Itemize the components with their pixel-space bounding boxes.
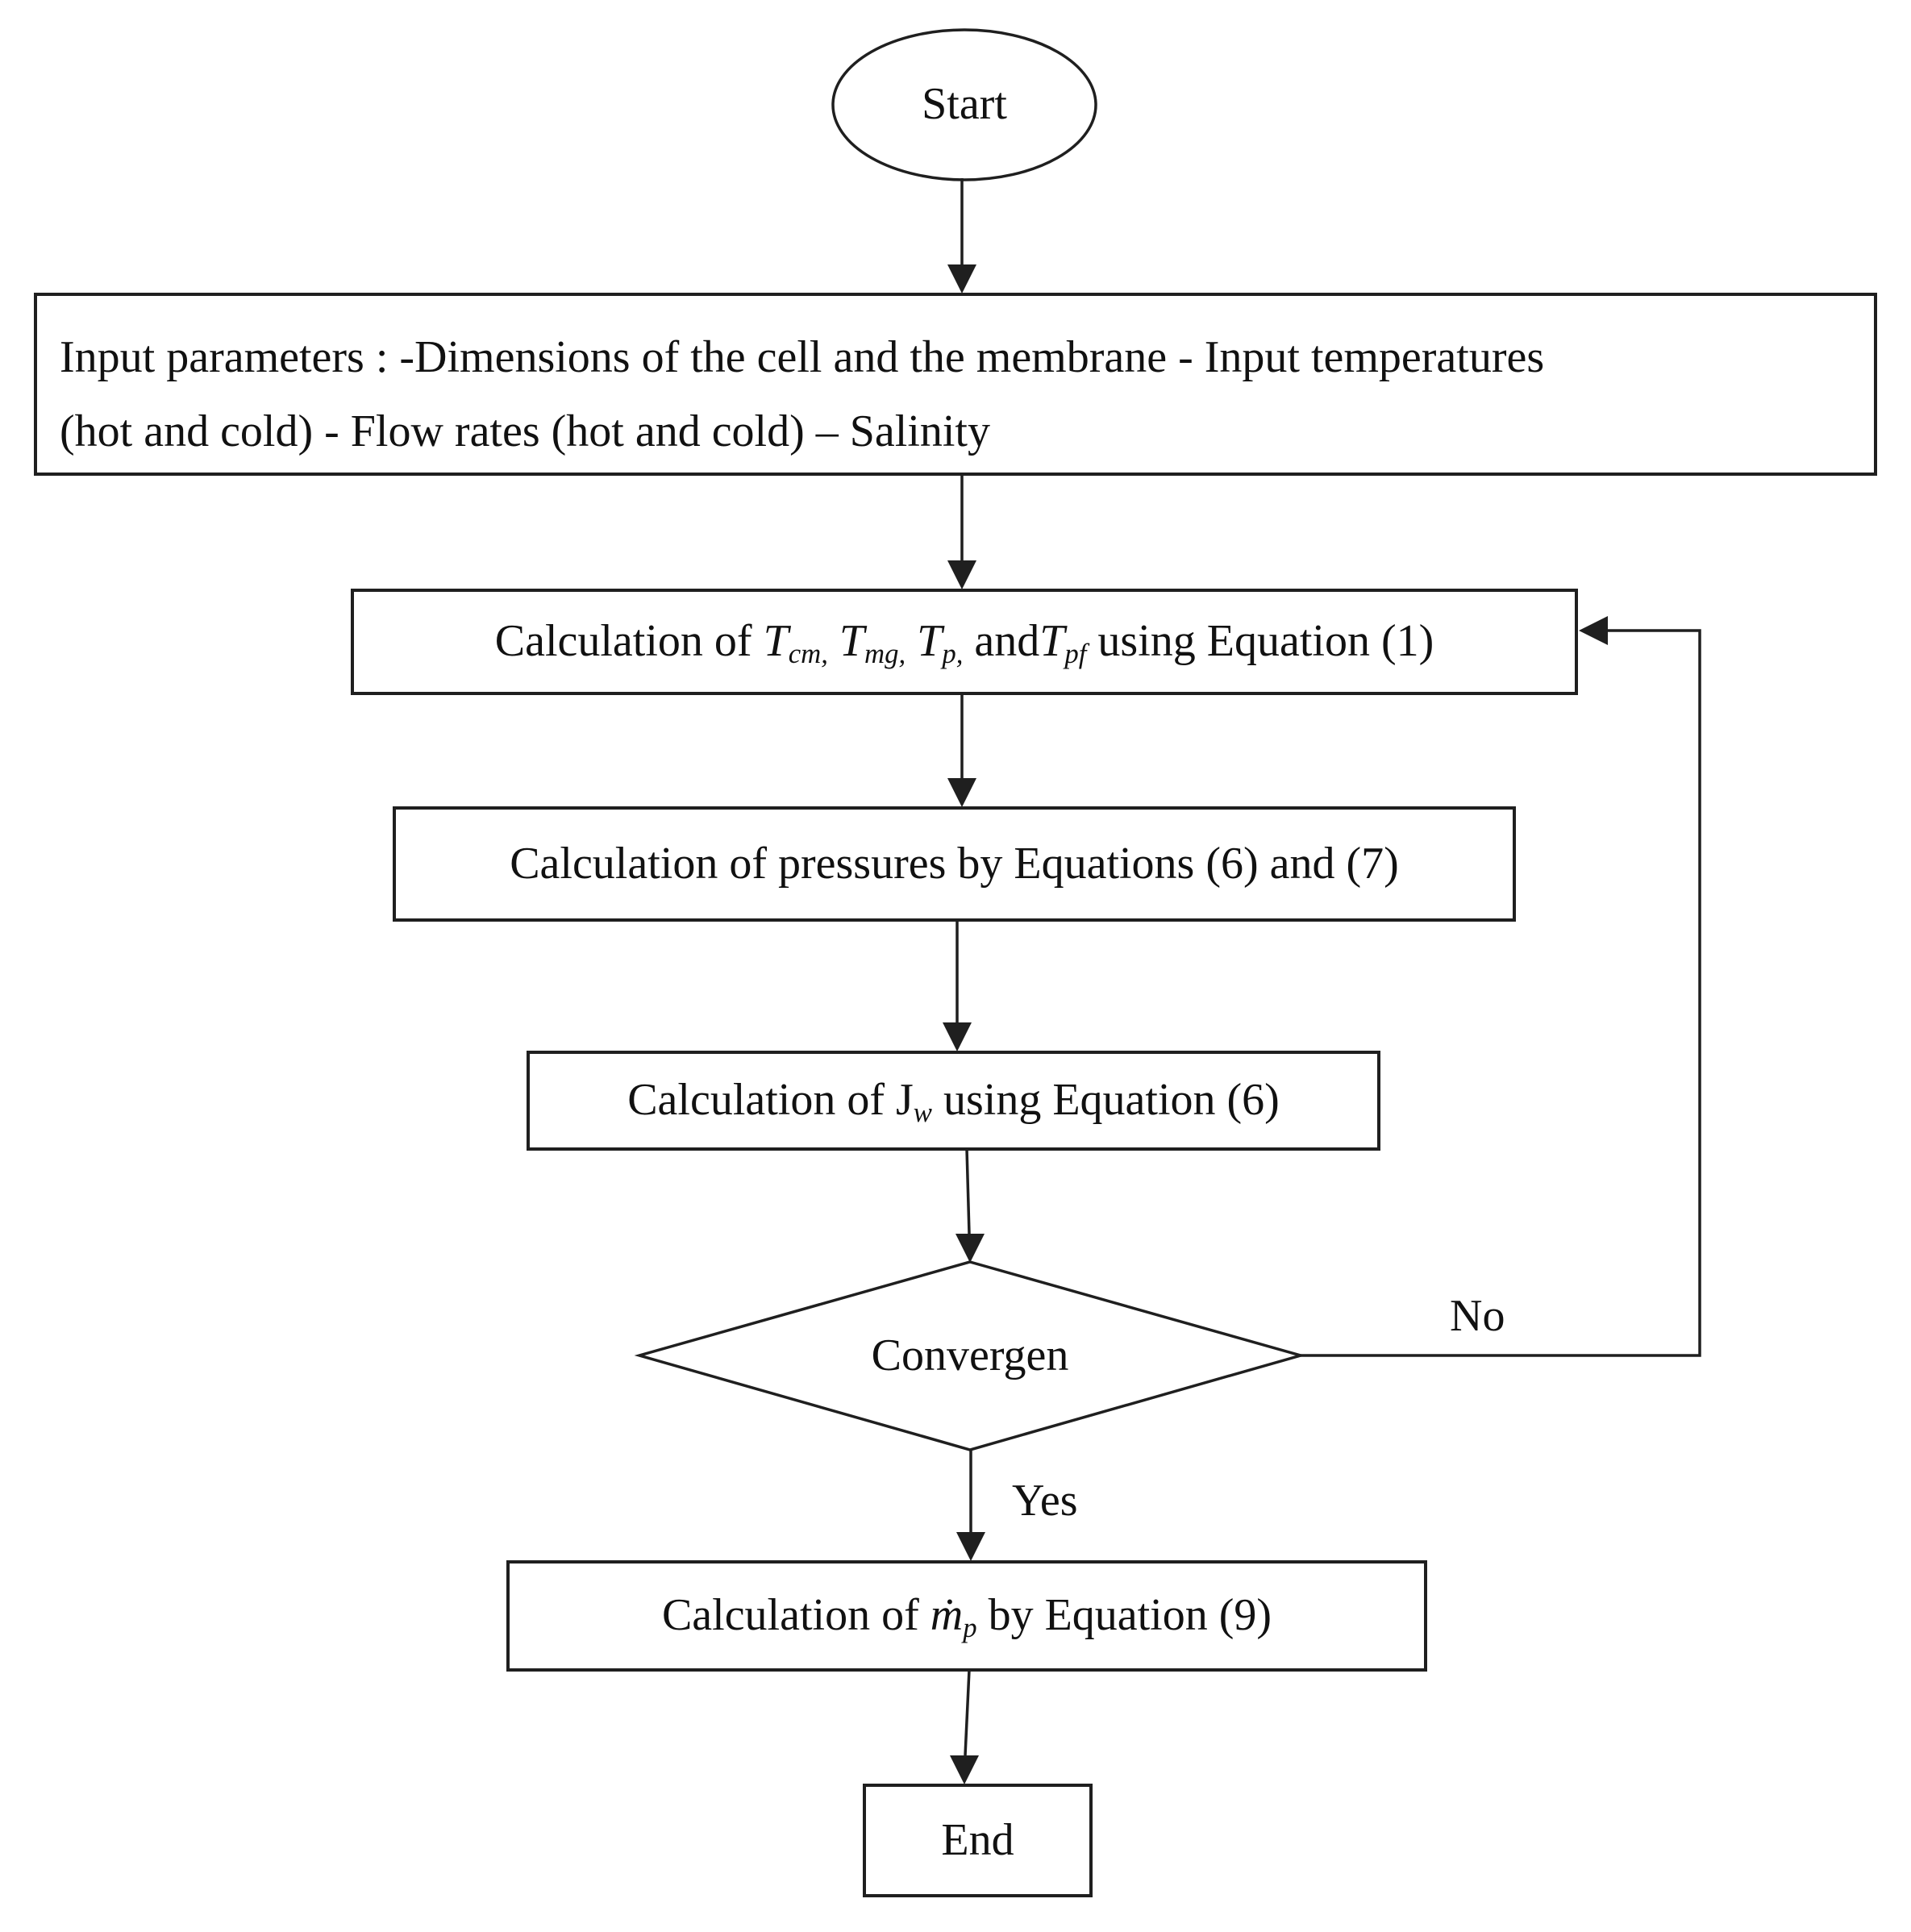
calc-jw-box: Calculation of Jw using Equation (6) (527, 1051, 1380, 1151)
input-parameters-box: Input parameters : -Dimensions of the ce… (34, 293, 1877, 476)
calc-temperatures-label: Calculation of Tcm, Tmg, Tp, andTpf usin… (494, 616, 1434, 669)
start-node: Start (833, 30, 1096, 180)
arrow-convergence-yes-to-mp (956, 1449, 985, 1561)
calc-temperatures-box: Calculation of Tcm, Tmg, Tp, andTpf usin… (351, 589, 1578, 695)
convergence-label: Convergen (871, 1330, 1069, 1380)
convergence-diamond: Convergen (639, 1262, 1301, 1450)
arrow-pressures-to-jw (943, 920, 972, 1051)
end-node: End (863, 1784, 1093, 1897)
calc-jw-label: Calculation of Jw using Equation (6) (627, 1075, 1280, 1128)
arrow-convergence-no-loop (1301, 616, 1701, 1357)
calc-pressures-box: Calculation of pressures by Equations (6… (393, 806, 1516, 922)
calc-pressures-label: Calculation of pressures by Equations (6… (510, 838, 1399, 889)
arrow-start-to-input (947, 178, 976, 294)
yes-branch-label: Yes (1012, 1476, 1078, 1526)
end-label: End (941, 1814, 1014, 1865)
input-parameters-line-1: Input parameters : -Dimensions of the ce… (60, 332, 1545, 382)
input-parameters-line-2: (hot and cold) - Flow rates (hot and col… (60, 406, 990, 456)
start-ellipse (831, 28, 1097, 181)
calc-mp-label: Calculation of ṁp by Equation (9) (661, 1590, 1272, 1643)
arrow-input-to-calc-temps (947, 474, 976, 589)
arrow-jw-to-convergence (956, 1148, 985, 1263)
no-branch-label: No (1450, 1291, 1505, 1341)
calc-mp-box: Calculation of ṁp by Equation (9) (506, 1560, 1427, 1672)
start-label: Start (922, 79, 1007, 130)
arrow-calc-temps-to-pressures (947, 693, 976, 807)
arrow-mp-to-end (950, 1669, 979, 1784)
